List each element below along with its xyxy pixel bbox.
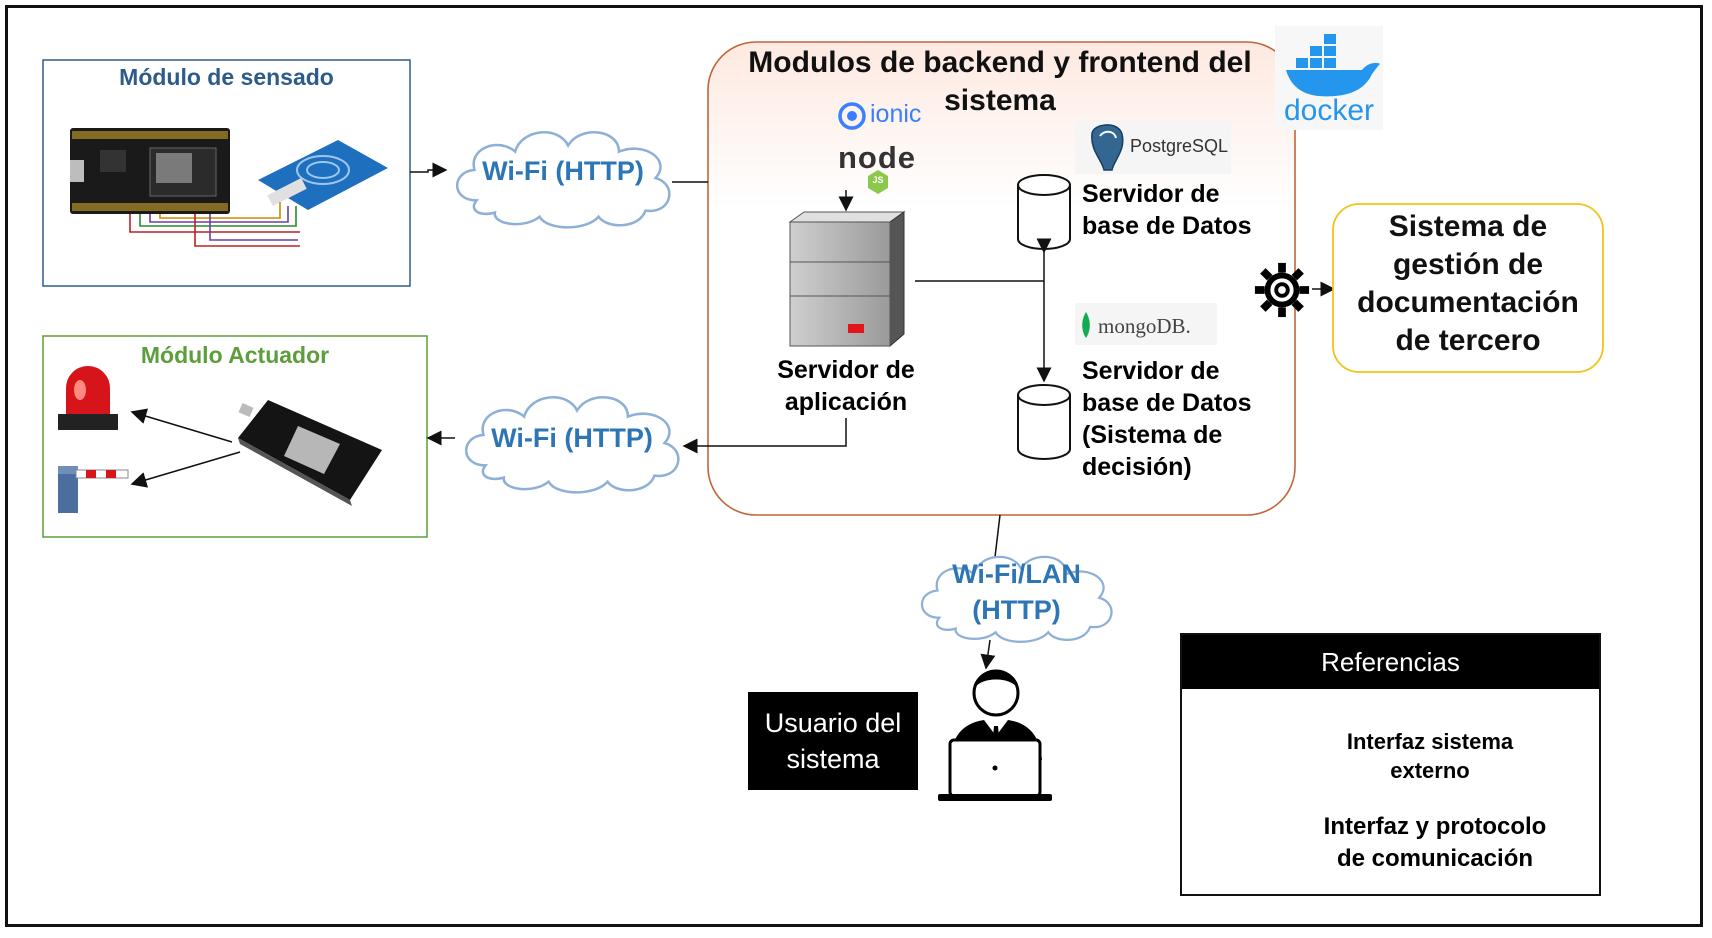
mongodb-logo bbox=[1075, 303, 1217, 345]
barrier-gate-image bbox=[58, 466, 129, 513]
sensing-cloud-label: Wi-Fi (HTTP) bbox=[482, 156, 644, 186]
app-server-label: Servidor de aplicación bbox=[777, 356, 915, 416]
decision-database-cylinder-icon bbox=[1017, 384, 1071, 460]
database-cylinder-icon bbox=[1017, 174, 1071, 250]
esp32-board-image bbox=[238, 400, 382, 506]
legend-title: Referencias bbox=[1182, 635, 1599, 689]
docker-logo-text: docker bbox=[1283, 94, 1375, 127]
application-server-icon bbox=[788, 211, 906, 348]
actuator-module-title: Módulo Actuador bbox=[140, 342, 330, 368]
ionic-logo-text: ionic bbox=[870, 100, 922, 128]
backend-title: Modulos de backend y frontend del sistem… bbox=[748, 46, 1252, 117]
user-cloud-label: Wi-Fi/LAN (HTTP) bbox=[952, 559, 1081, 625]
legend-cloud-text: Interfaz y protocolo de comunicación bbox=[1323, 813, 1547, 872]
sensing-module bbox=[42, 59, 411, 287]
legend: Referencias bbox=[1180, 633, 1601, 896]
wiring bbox=[129, 202, 300, 247]
sensing-link bbox=[410, 162, 708, 183]
nodejs-logo bbox=[868, 170, 888, 194]
rfid-module-image bbox=[258, 140, 388, 210]
siren-image bbox=[58, 366, 118, 430]
postgresql-logo bbox=[1075, 120, 1231, 174]
system-user-box: Usuario del sistema bbox=[748, 692, 918, 790]
user-link-top bbox=[994, 514, 1001, 558]
decision-db-label: Servidor de base de Datos (Sistema de de… bbox=[1082, 357, 1252, 481]
user-person-icon bbox=[938, 669, 1052, 801]
postgresql-logo-text: PostgreSQL bbox=[1130, 136, 1229, 156]
actuator-module bbox=[42, 335, 428, 538]
nodejs-logo-text: node bbox=[838, 140, 917, 175]
external-system-label: Sistema de gestión de documentación de t… bbox=[1357, 210, 1579, 357]
db-server-label: Servidor de base de Datos bbox=[1082, 180, 1252, 240]
actuator-link bbox=[426, 418, 847, 454]
ionic-logo bbox=[838, 102, 866, 130]
nodejs-js-badge: JS bbox=[872, 175, 884, 185]
mongodb-logo-text: mongoDB. bbox=[1098, 314, 1191, 338]
user-link-bottom bbox=[980, 639, 996, 670]
sensing-module-title: Módulo de sensado bbox=[119, 64, 334, 90]
external-system-box bbox=[1332, 203, 1604, 373]
esp8266-board-image bbox=[70, 128, 230, 214]
backend-connectors bbox=[915, 238, 1052, 383]
legend-gear-text: Interfaz sistema externo bbox=[1346, 729, 1514, 783]
docker-logo bbox=[1275, 26, 1383, 130]
actuator-cloud-label: Wi-Fi (HTTP) bbox=[491, 423, 653, 453]
